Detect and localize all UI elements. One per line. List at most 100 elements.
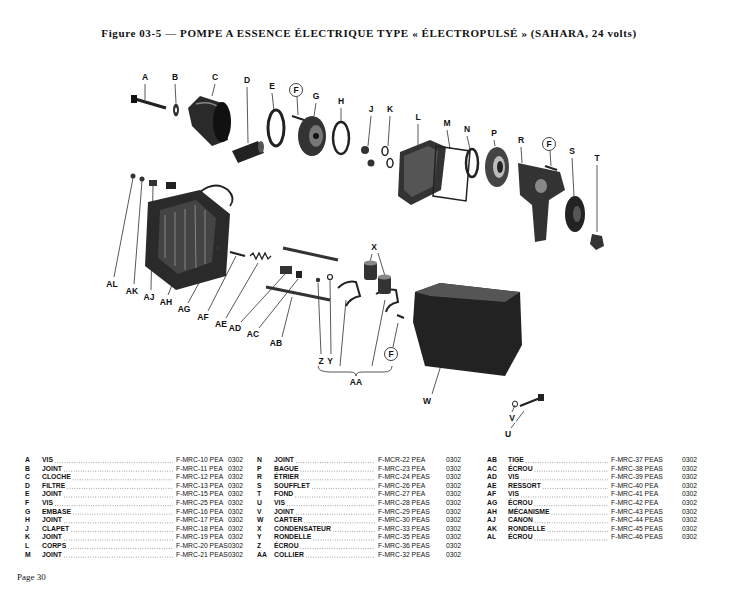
part-code: F-MRC-45 PEAS: [611, 526, 664, 533]
dot-leader: [64, 540, 173, 541]
callout-letter: J: [368, 105, 375, 114]
dot-leader: [306, 557, 375, 558]
part-code: F-MRC-35 PEAS: [378, 534, 431, 541]
callout-letter: X: [370, 243, 378, 252]
part-number: 0302: [228, 466, 244, 473]
table-letter: M: [25, 552, 32, 559]
part-name: ÉCROU: [274, 543, 300, 550]
dot-leader: [301, 548, 375, 549]
callout-letter: AL: [105, 280, 118, 289]
part-number: 0302: [446, 543, 462, 550]
part-code: F-MRC-12 PEA: [176, 474, 224, 481]
parts-bottom: [131, 174, 545, 408]
table-letter: D: [25, 483, 31, 490]
part-name: CORPS: [42, 543, 67, 550]
part-code: F-MRC-32 PEAS: [378, 552, 431, 559]
part-number: 0302: [228, 474, 244, 481]
dot-leader: [521, 497, 608, 498]
table-letter: V: [257, 509, 263, 516]
part-number: 0302: [446, 534, 462, 541]
callout-letter: W: [422, 397, 432, 406]
part-number: 0302: [682, 500, 698, 507]
part-code: F-MRC-41 PEA: [611, 491, 659, 498]
part-name: JOINT: [274, 509, 295, 516]
part-name: JOINT: [274, 457, 295, 464]
callout-letter: G: [312, 92, 321, 101]
part-number: 0302: [446, 552, 462, 559]
callout-letter: AE: [214, 320, 228, 329]
part-name: ÉTRIER: [274, 474, 300, 481]
callout-letter: A: [141, 73, 149, 82]
part-code: F-MRC-17 PEA: [176, 517, 224, 524]
callout-letter: AK: [125, 287, 139, 296]
dot-leader: [68, 548, 173, 549]
part-number: 0302: [682, 466, 698, 473]
dot-leader: [552, 514, 608, 515]
dot-leader: [296, 514, 375, 515]
callout-letter: AC: [246, 330, 260, 339]
part-number: 0302: [682, 457, 698, 464]
part-name: VIS: [42, 500, 54, 507]
part-code: F-MRC-13 PEA: [176, 483, 224, 490]
table-letter: L: [25, 543, 30, 550]
callout-letter: AH: [159, 298, 173, 307]
part-code: F-MRC-43 PEAS: [611, 509, 664, 516]
callout-letter: AD: [228, 324, 242, 333]
dot-leader: [64, 522, 173, 523]
callout-letter: E: [268, 82, 276, 91]
part-name: RONDELLE: [508, 526, 546, 533]
table-letter: AD: [487, 474, 498, 481]
callout-letter: T: [593, 154, 600, 163]
dot-leader: [301, 471, 375, 472]
part-code: F-MRC-33 PEAS: [378, 526, 431, 533]
callout-letter: N: [463, 125, 471, 134]
table-letter: J: [25, 526, 30, 533]
part-name: VIS: [508, 491, 520, 498]
part-name: SOUFFLET: [274, 483, 311, 490]
part-code: F-MRC-10 PEA: [176, 457, 224, 464]
part-code: F-MRC-46 PEAS: [611, 534, 664, 541]
part-number: 0302: [446, 526, 462, 533]
part-code: F-MRC-37 PEAS: [611, 457, 664, 464]
part-code: F-MRC-25 PEA: [176, 500, 224, 507]
part-code: F-MRC-26 PEA: [378, 483, 426, 490]
part-name: RESSORT: [508, 483, 542, 490]
part-number: 0302: [228, 500, 244, 507]
part-number: 0302: [682, 534, 698, 541]
table-letter: Y: [257, 534, 263, 541]
callout-letter: C: [211, 73, 219, 82]
part-name: VIS: [274, 500, 286, 507]
part-code: F-MRC-40 PEA: [611, 483, 659, 490]
part-number: 0302: [682, 526, 698, 533]
part-number: 0302: [228, 543, 244, 550]
part-code: F-MRC-27 PEA: [378, 491, 426, 498]
callout-letter: F: [292, 86, 299, 95]
part-code: F-MRC-38 PEAS: [611, 466, 664, 473]
dot-leader: [304, 522, 375, 523]
part-name: VIS: [42, 457, 54, 464]
dot-leader: [71, 531, 173, 532]
part-name: ÉCROU: [508, 534, 534, 541]
part-number: 0302: [682, 491, 698, 498]
table-letter: S: [257, 483, 263, 490]
part-name: ÉCROU: [508, 466, 534, 473]
callout-letter: F: [545, 140, 552, 149]
part-number: 0302: [446, 474, 462, 481]
part-name: ÉCROU: [508, 500, 534, 507]
table-letter: C: [25, 474, 31, 481]
table-letter: X: [257, 526, 263, 533]
table-letter: G: [25, 509, 31, 516]
part-code: F-MRC-11 PEA: [176, 466, 224, 473]
part-number: 0302: [228, 526, 244, 533]
part-code: F-MCR-22 PEA: [378, 457, 426, 464]
part-number: 0302: [228, 509, 244, 516]
part-name: BAGUE: [274, 466, 300, 473]
part-number: 0302: [682, 474, 698, 481]
part-code: F-MRC-18 PEA: [176, 526, 224, 533]
part-name: CLAPET: [42, 526, 70, 533]
dot-leader: [312, 488, 375, 489]
dot-leader: [55, 462, 173, 463]
dot-leader: [64, 471, 173, 472]
part-code: F-MRC-20 PEAS: [176, 543, 229, 550]
part-name: RONDELLE: [274, 534, 312, 541]
